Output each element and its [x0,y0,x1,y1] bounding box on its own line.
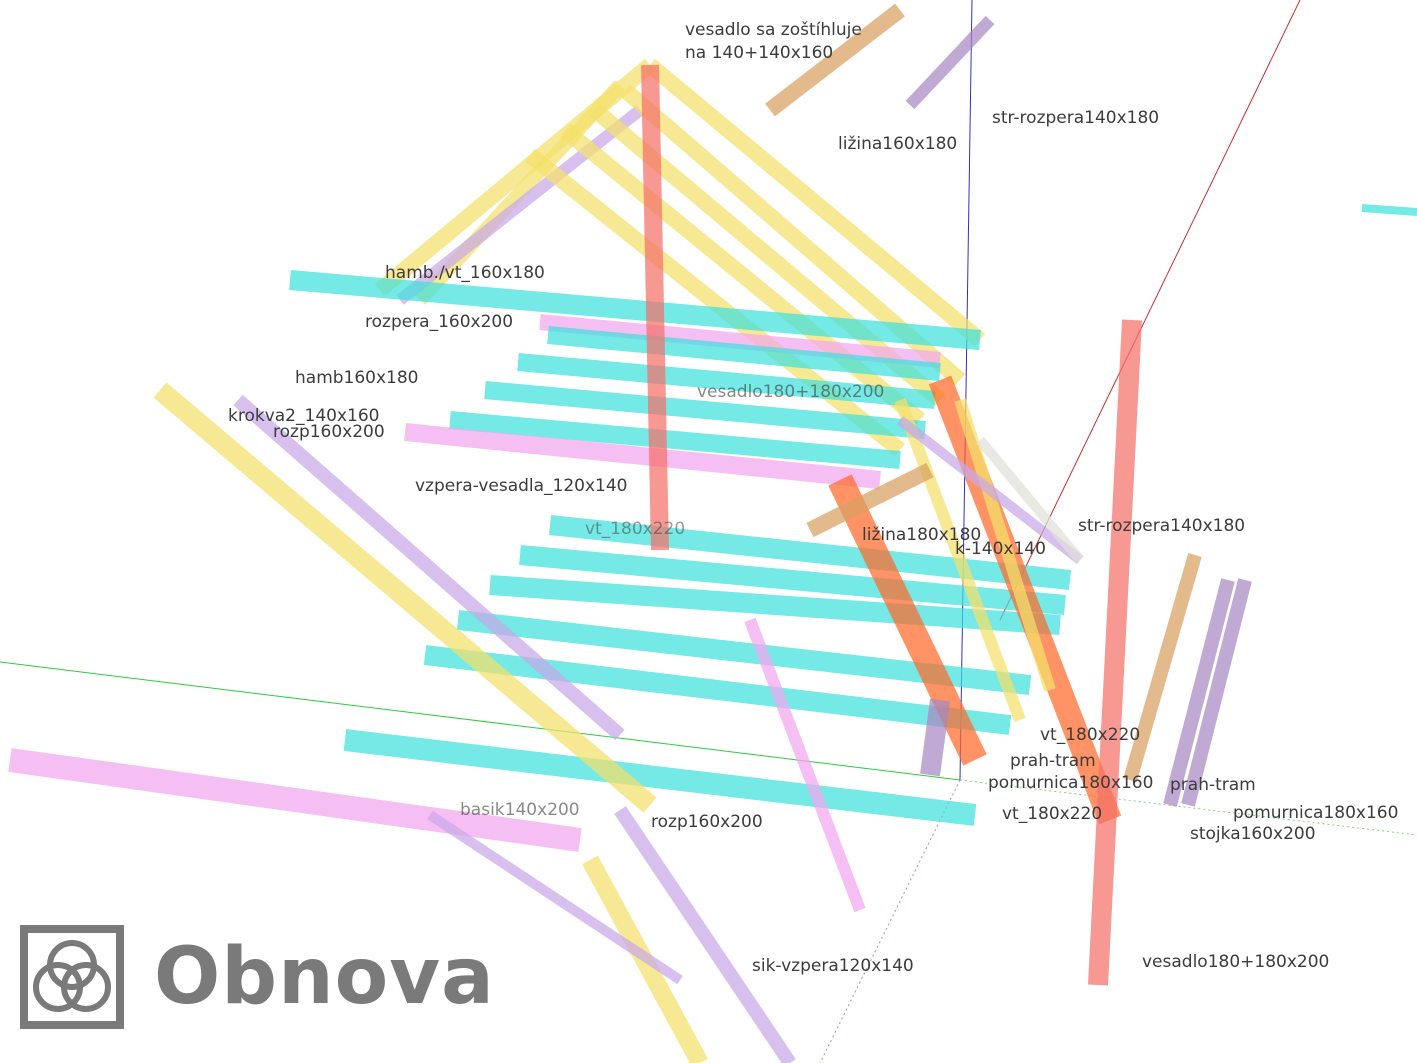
label-rozpera: rozpera_160x200 [365,312,514,332]
label-vesadlo-note-2: na 140+140x160 [685,43,834,63]
beam[interactable] [548,515,1072,590]
beam[interactable] [1181,578,1252,807]
label-vesadlo-bottom: vesadlo180+180x200 [1142,952,1330,972]
beam[interactable] [547,326,941,381]
label-hamb: hamb160x180 [295,368,419,388]
obnova-logo: Obnova [20,925,495,1029]
label-hamb-vt: hamb./vt_160x180 [385,263,545,283]
label-krokva2: krokva2_140x160 [228,406,380,426]
beam[interactable] [289,270,981,350]
label-prah-tram-1: prah-tram [1010,751,1096,771]
beam[interactable] [153,382,657,813]
beam[interactable] [396,105,644,305]
beam[interactable] [404,423,881,489]
label-pomurnica-1: pomurnica180x160 [988,773,1154,793]
beam[interactable] [806,462,934,538]
label-lizina-top: ližina160x180 [838,134,958,154]
axis-blue [959,0,973,781]
beam[interactable] [539,314,941,368]
beam[interactable] [920,698,950,777]
beam[interactable] [343,729,977,826]
axis-dotted [819,779,961,1063]
beam[interactable] [489,575,1061,635]
label-rozp-left: rozp160x200 [273,422,385,442]
beam[interactable] [976,436,1084,564]
label-str-rozpera-top: str-rozpera140x180 [992,108,1160,128]
beam[interactable] [614,806,796,1063]
label-rozp-bottom: rozp160x200 [651,812,763,832]
label-vt-mid: vt_180x220 [585,519,686,539]
beam[interactable] [423,645,1012,735]
beam[interactable] [765,3,905,117]
beam[interactable] [1163,578,1235,807]
beam[interactable] [517,353,936,409]
beam[interactable] [233,394,625,741]
beam[interactable] [449,411,901,469]
beam[interactable] [1361,204,1417,216]
logo-text: Obnova [154,932,495,1022]
label-k: k-140x140 [955,539,1046,559]
label-sik-vzpera: sik-vzpera120x140 [752,956,914,976]
beam[interactable] [894,397,1026,723]
beam[interactable] [8,748,582,852]
label-vzpera-vesadla: vzpera-vesadla_120x140 [415,476,628,496]
beam[interactable] [484,381,926,439]
label-vt-right: vt_180x220 [1040,725,1141,745]
beam[interactable] [525,148,905,457]
label-vesadlo-mid: vesadlo180+180x200 [697,382,885,402]
label-pomurnica-2: pomurnica180x160 [1233,803,1399,823]
label-prah-tram-2: prah-tram [1170,775,1256,795]
beam[interactable] [896,416,1084,564]
obnova-logo-icon [20,925,124,1029]
label-vt-bottom: vt_180x220 [1002,804,1103,824]
label-stojka: stojka160x200 [1190,824,1316,844]
beam[interactable] [954,398,1056,692]
beam[interactable] [644,58,986,347]
label-str-rozpera-mid: str-rozpera140x180 [1078,516,1246,536]
label-lizina-mid: ližina180x180 [862,525,982,545]
beam[interactable] [828,474,987,766]
beam[interactable] [744,617,866,913]
label-basik: basik140x200 [460,800,580,820]
beam[interactable] [905,15,995,110]
beam[interactable] [1088,319,1142,986]
label-vesadlo-note-1: vesadlo sa zoštíhluje [685,20,862,40]
beam[interactable] [641,64,669,551]
beam[interactable] [427,810,683,985]
beam[interactable] [1123,553,1202,782]
axis-dotted [959,779,1417,836]
